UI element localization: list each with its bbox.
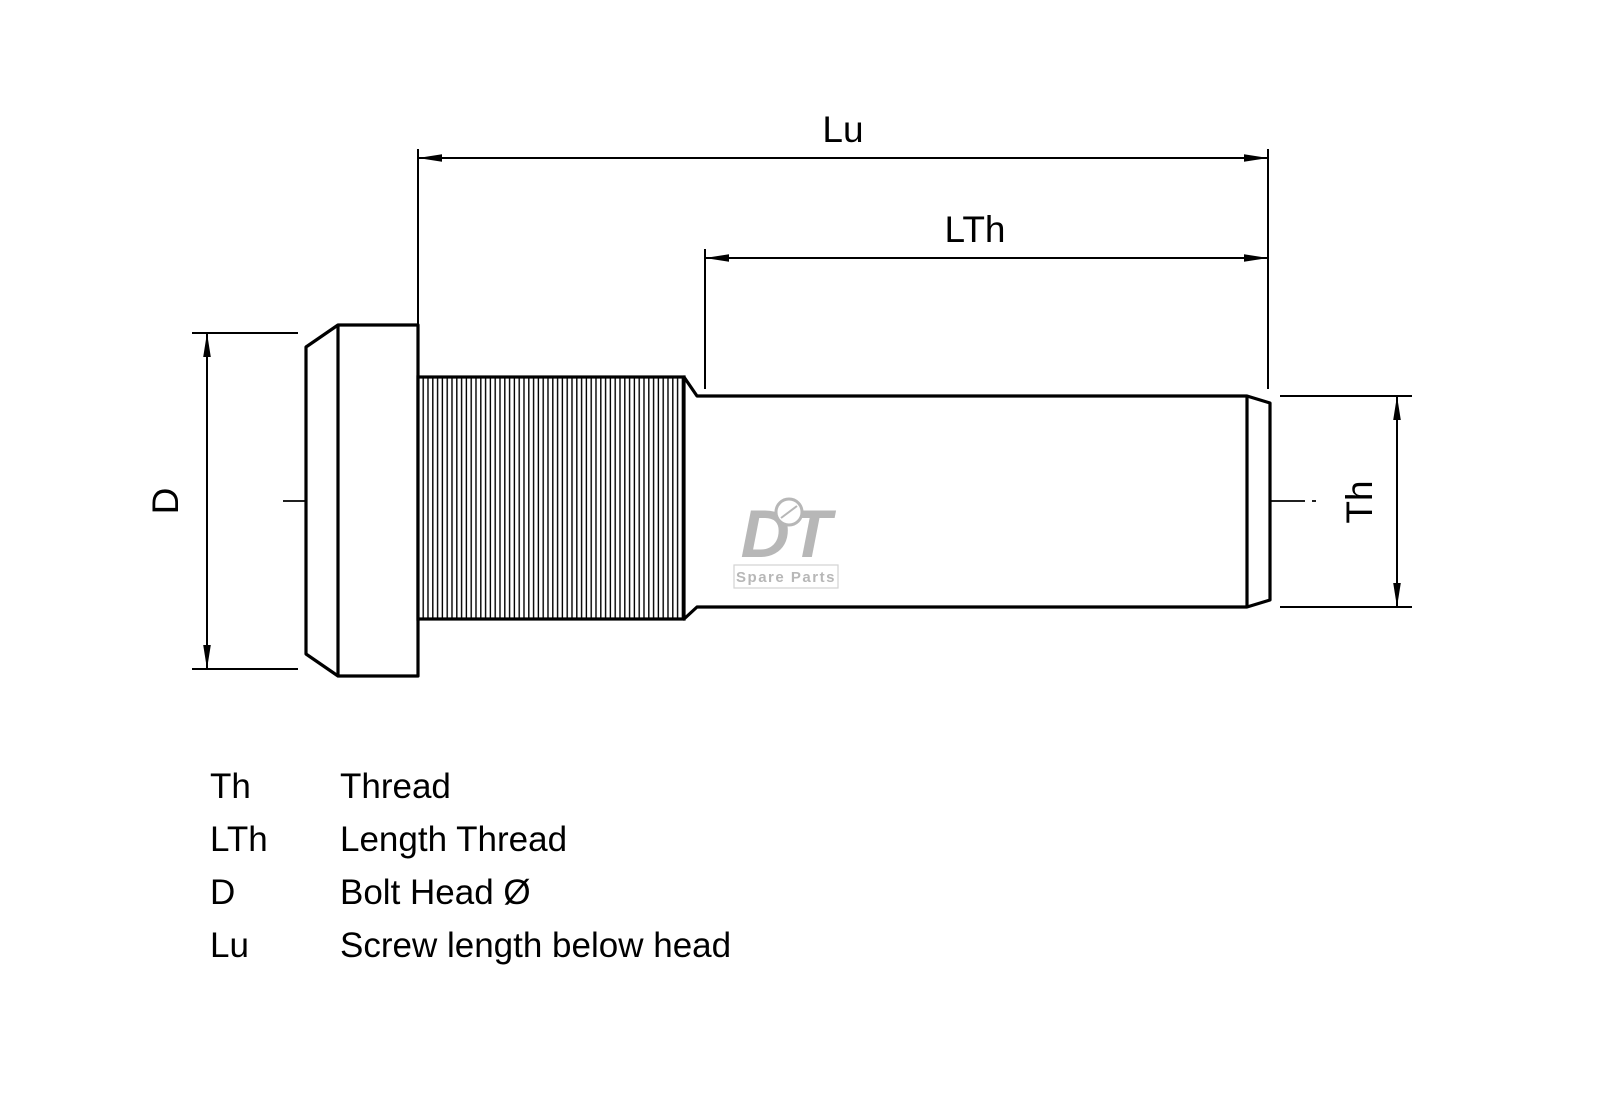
legend-description: Bolt Head Ø <box>340 873 531 912</box>
dt-logo-subtitle: Spare Parts <box>736 569 836 586</box>
legend-row-th: Th Thread <box>210 760 731 813</box>
spline-section <box>416 375 686 621</box>
lu-dimension <box>417 149 1269 389</box>
legend: Th Thread LTh Length Thread D Bolt Head … <box>210 760 731 972</box>
legend-symbol: Lu <box>210 926 249 965</box>
bolt-shank <box>682 375 1272 621</box>
legend-description: Thread <box>340 767 451 806</box>
lth-label: LTh <box>944 209 1005 250</box>
legend-symbol: D <box>210 873 236 912</box>
th-dimension <box>1280 395 1412 608</box>
th-label: Th <box>1339 480 1380 523</box>
legend-description: Length Thread <box>340 820 568 859</box>
legend-row-d: D Bolt Head Ø <box>210 866 731 919</box>
bolt-head <box>304 323 420 678</box>
legend-row-lu: Lu Screw length below head <box>210 919 731 972</box>
d-label: D <box>145 488 186 515</box>
d-dimension <box>192 332 298 670</box>
dt-logo-watermark: DT Spare Parts <box>733 496 839 589</box>
lth-dimension <box>704 249 1268 389</box>
dt-logo-subtitle-box <box>733 564 839 589</box>
legend-row-lth: LTh Length Thread <box>210 813 731 866</box>
legend-symbol: LTh <box>210 820 268 859</box>
legend-description: Screw length below head <box>340 926 732 965</box>
legend-symbol: Th <box>210 767 251 806</box>
lu-label: Lu <box>822 109 863 150</box>
